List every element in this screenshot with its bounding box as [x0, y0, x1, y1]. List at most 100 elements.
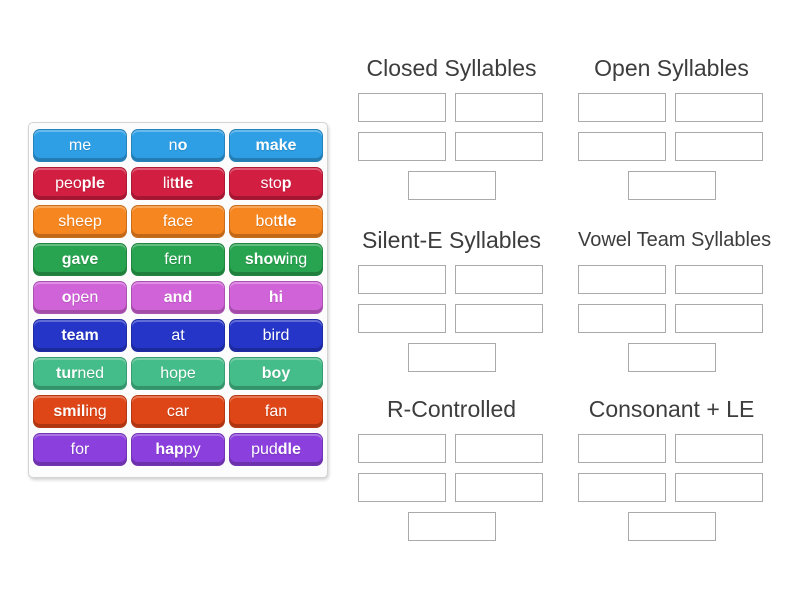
drop-slot-r-controlled-5[interactable] — [407, 512, 496, 541]
word-tile-at[interactable]: at — [131, 319, 225, 352]
word-segment: team — [61, 326, 99, 344]
drop-slot-r-controlled-2[interactable] — [455, 434, 543, 463]
group-title-r-controlled: R-Controlled — [386, 396, 517, 422]
drop-slot-vowel-team-syllables-1[interactable] — [578, 265, 666, 294]
word-segment: lit — [162, 174, 175, 192]
group-title-silent-e-syllables: Silent-E Syllables — [362, 227, 541, 253]
group-title-open-syllables: Open Syllables — [594, 55, 749, 81]
word-segment: peo — [55, 174, 82, 192]
word-tile-make[interactable]: make — [229, 129, 323, 162]
drop-slot-closed-syllables-3[interactable] — [358, 132, 446, 161]
drop-slot-silent-e-syllables-4[interactable] — [455, 304, 543, 333]
drop-slot-consonant-le-4[interactable] — [675, 473, 763, 502]
word-segment: tle — [277, 212, 297, 230]
word-tile-fern[interactable]: fern — [131, 243, 225, 276]
word-segment: car — [166, 402, 190, 420]
drop-slot-open-syllables-5[interactable] — [627, 171, 716, 200]
drop-slot-r-controlled-1[interactable] — [358, 434, 446, 463]
word-tile-for[interactable]: for — [33, 433, 127, 466]
word-segment: tur — [55, 364, 78, 382]
word-segment: sheep — [58, 212, 102, 230]
group-consonant-le: Consonant + LE — [578, 393, 765, 541]
drop-slot-closed-syllables-5[interactable] — [407, 171, 496, 200]
drop-slot-open-syllables-2[interactable] — [675, 93, 763, 122]
drop-slot-r-controlled-3[interactable] — [358, 473, 446, 502]
word-tile-bird[interactable]: bird — [229, 319, 323, 352]
word-segment: py — [183, 440, 201, 458]
word-segment: pen — [71, 288, 99, 306]
drop-slot-consonant-le-5[interactable] — [627, 512, 716, 541]
word-tile-me[interactable]: me — [33, 129, 127, 162]
word-segment: sto — [260, 174, 282, 192]
word-segment: o — [61, 288, 72, 306]
drop-slot-closed-syllables-1[interactable] — [358, 93, 446, 122]
word-tile-gave[interactable]: gave — [33, 243, 127, 276]
word-segment: boy — [261, 364, 291, 382]
drop-slot-silent-e-syllables-3[interactable] — [358, 304, 446, 333]
word-segment: fan — [264, 402, 288, 420]
word-segment: p — [281, 174, 292, 192]
word-segment: ned — [77, 364, 105, 382]
drop-slot-consonant-le-3[interactable] — [578, 473, 666, 502]
drop-slot-silent-e-syllables-2[interactable] — [455, 265, 543, 294]
drop-slot-closed-syllables-2[interactable] — [455, 93, 543, 122]
word-segment: smil — [53, 402, 86, 420]
word-segment: for — [70, 440, 90, 458]
drop-slot-open-syllables-4[interactable] — [675, 132, 763, 161]
drop-slot-r-controlled-4[interactable] — [455, 473, 543, 502]
drop-slot-vowel-team-syllables-5[interactable] — [627, 343, 716, 372]
group-slots-open-syllables — [578, 93, 765, 200]
word-segment: make — [255, 136, 297, 154]
word-segment: hi — [268, 288, 284, 306]
group-open-syllables: Open Syllables — [578, 52, 765, 200]
drop-slot-open-syllables-1[interactable] — [578, 93, 666, 122]
word-tile-car[interactable]: car — [131, 395, 225, 428]
drop-slot-closed-syllables-4[interactable] — [455, 132, 543, 161]
word-tile-hope[interactable]: hope — [131, 357, 225, 390]
drop-slot-silent-e-syllables-5[interactable] — [407, 343, 496, 372]
word-segment: ing — [285, 250, 308, 268]
drop-slot-vowel-team-syllables-2[interactable] — [675, 265, 763, 294]
group-slots-closed-syllables — [358, 93, 545, 200]
word-segment: ple — [81, 174, 105, 192]
word-tile-sheep[interactable]: sheep — [33, 205, 127, 238]
group-silent-e-syllables: Silent-E Syllables — [358, 224, 545, 372]
group-title-consonant-le: Consonant + LE — [588, 396, 755, 422]
word-tile-hi[interactable]: hi — [229, 281, 323, 314]
word-tile-fan[interactable]: fan — [229, 395, 323, 428]
word-segment: hope — [160, 364, 196, 382]
word-segment: fern — [164, 250, 192, 268]
drop-slot-consonant-le-1[interactable] — [578, 434, 666, 463]
group-slots-r-controlled — [358, 434, 545, 541]
word-tile-team[interactable]: team — [33, 319, 127, 352]
word-segment: bot — [255, 212, 278, 230]
word-segment: hap — [155, 440, 184, 458]
group-title-closed-syllables: Closed Syllables — [366, 55, 537, 81]
word-tile-and[interactable]: and — [131, 281, 225, 314]
word-tile-boy[interactable]: boy — [229, 357, 323, 390]
group-vowel-team-syllables: Vowel Team Syllables — [578, 224, 771, 372]
drop-slot-open-syllables-3[interactable] — [578, 132, 666, 161]
word-tile-face[interactable]: face — [131, 205, 225, 238]
group-slots-consonant-le — [578, 434, 765, 541]
word-segment: show — [244, 250, 286, 268]
drop-slot-vowel-team-syllables-3[interactable] — [578, 304, 666, 333]
drop-slot-silent-e-syllables-1[interactable] — [358, 265, 446, 294]
group-slots-silent-e-syllables — [358, 265, 545, 372]
word-segment: n — [168, 136, 178, 154]
drop-slot-consonant-le-2[interactable] — [675, 434, 763, 463]
drop-slot-vowel-team-syllables-4[interactable] — [675, 304, 763, 333]
